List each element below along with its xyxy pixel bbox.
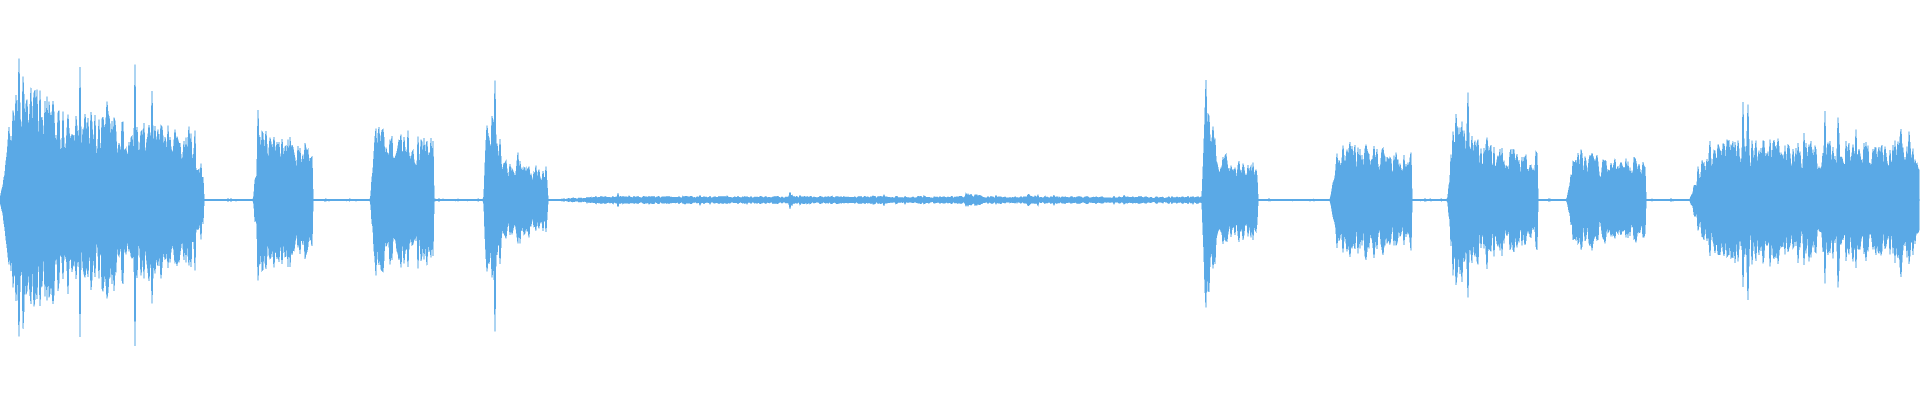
waveform-path	[0, 58, 1920, 346]
